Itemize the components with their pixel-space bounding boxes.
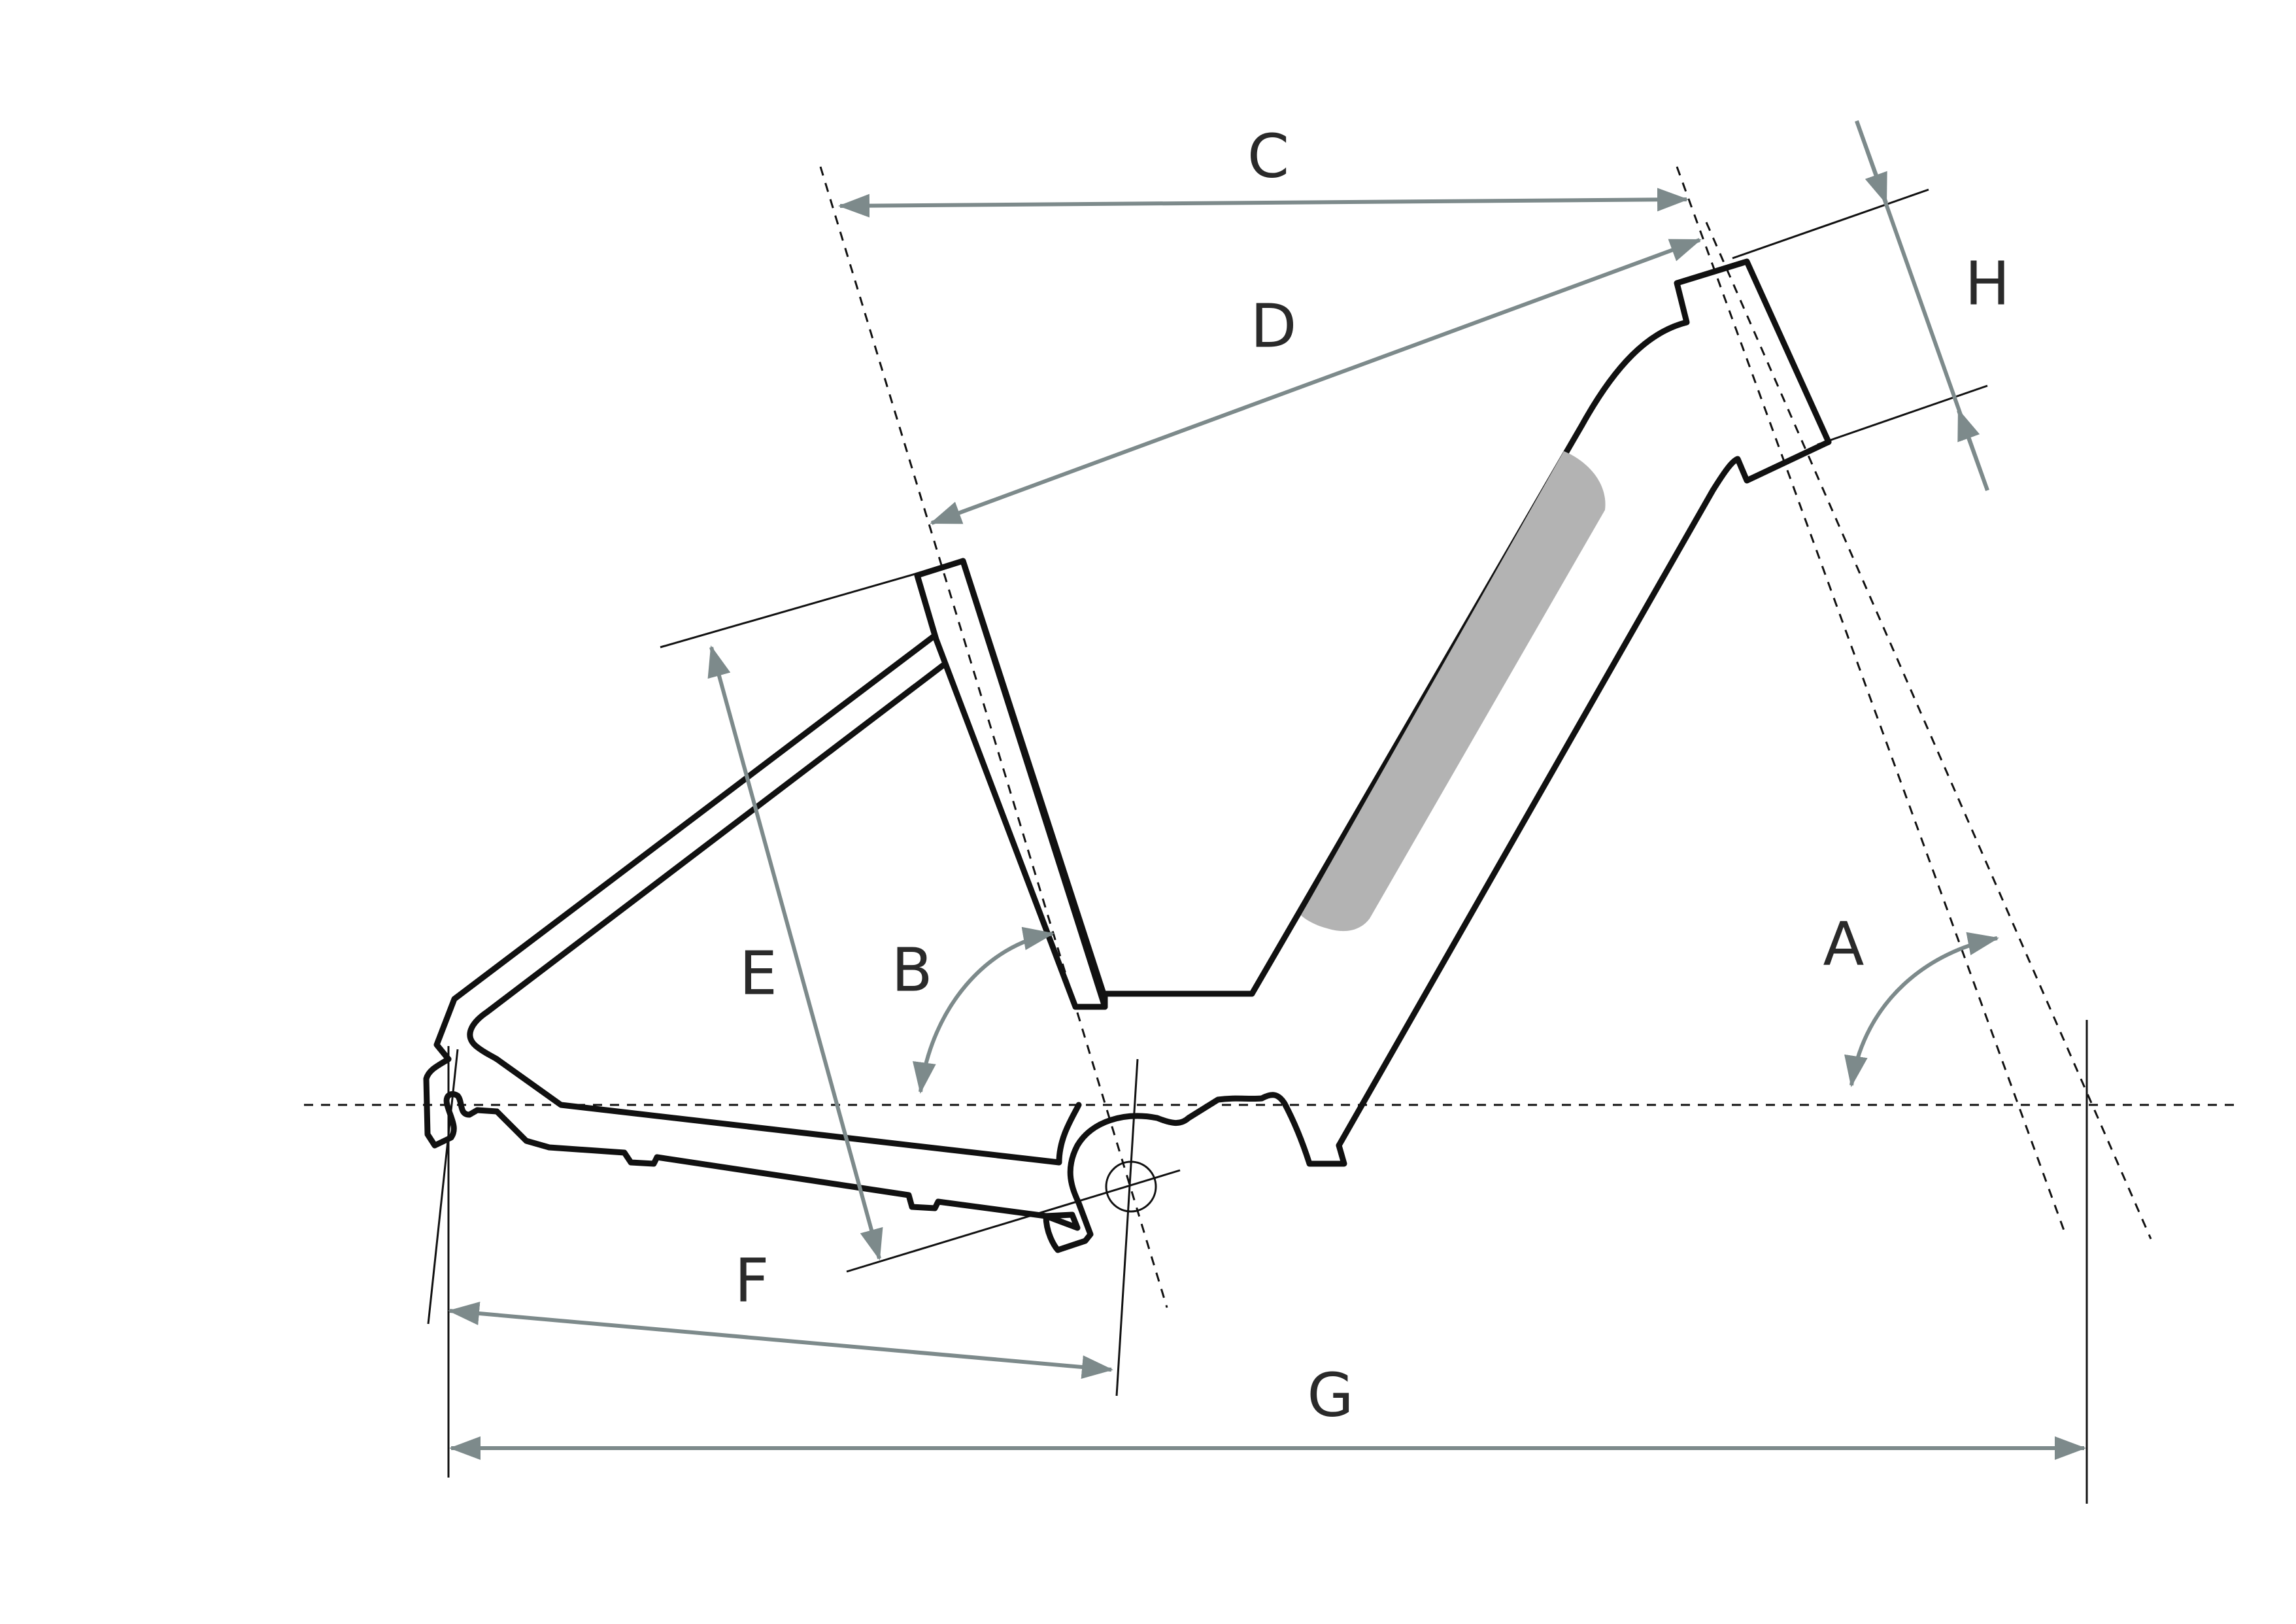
dimension-line-f — [448, 1302, 1113, 1379]
bottom-bracket-extension-line — [846, 1169, 1181, 1273]
bottom-bracket-housing — [1043, 1092, 1347, 1253]
head-tube-axis-line-1 — [1676, 166, 2067, 1236]
battery — [1301, 451, 1606, 932]
label-f: F — [735, 1245, 769, 1315]
chainstay-upper — [494, 1056, 1082, 1166]
lower-connector-tube — [960, 258, 1832, 997]
dimension-line-e — [707, 645, 883, 1260]
dimension-line-h-bottom-arrow — [1957, 409, 1989, 492]
dimension-line-h-top-arrow — [1855, 120, 1888, 205]
label-a: A — [1823, 909, 1865, 979]
bottom-bracket-vertical-line — [1115, 1058, 1139, 1396]
rear-dropout — [423, 1056, 500, 1149]
label-d: D — [1251, 291, 1297, 361]
seat-tube-axis-line — [819, 166, 1168, 1308]
seat-stay-inner — [467, 662, 946, 1062]
down-tube-lower — [1336, 439, 1832, 1149]
label-c: C — [1247, 121, 1289, 191]
chainstay — [494, 1108, 1049, 1219]
motor-cutout — [1043, 1211, 1081, 1231]
rear-dropout-tilted-line — [427, 1049, 459, 1325]
angle-arc-b — [913, 926, 1055, 1094]
head-tube-axis-line-2 — [1705, 222, 2152, 1240]
seat-tube — [914, 558, 1108, 1010]
label-g: G — [1307, 1360, 1353, 1430]
seat-stay — [433, 572, 938, 1062]
seat-tube-top-extension-line — [660, 571, 922, 649]
label-e: E — [739, 938, 777, 1008]
label-h: H — [1965, 248, 2010, 318]
head-tube-bottom-extension-line — [1817, 384, 1988, 446]
dimension-line-c — [838, 188, 1689, 218]
dimension-line-d — [930, 238, 1702, 525]
angle-arc-a — [1844, 932, 1999, 1087]
bike-frame — [423, 258, 1832, 1253]
label-b: B — [891, 935, 932, 1005]
bottom-bracket-circle — [1105, 1160, 1157, 1213]
head-tube-top-extension-line — [1732, 188, 1929, 260]
